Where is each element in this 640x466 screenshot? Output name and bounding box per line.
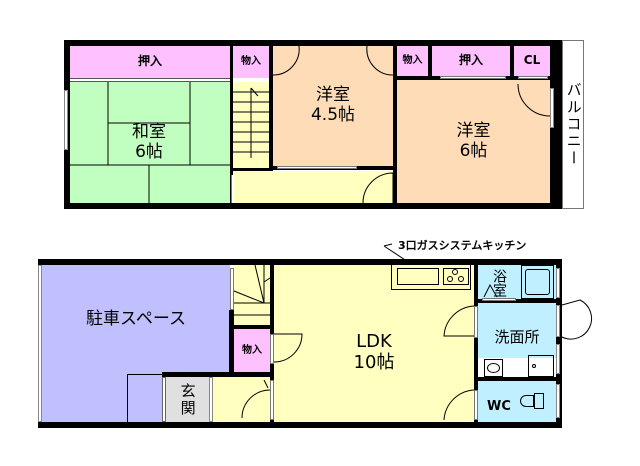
door[interactable] xyxy=(231,175,234,203)
bath-text: 浴室 xyxy=(491,269,508,297)
room-monoire-2: 物入 xyxy=(397,46,428,76)
room-oshiire-right: 押入 xyxy=(432,46,510,76)
sink xyxy=(397,268,439,285)
wc-label: WC xyxy=(487,395,517,414)
room-label: CL xyxy=(523,53,541,68)
sliding-door[interactable] xyxy=(70,78,230,82)
room-ldk: LDK 10帖 xyxy=(274,265,474,422)
genkan-label: 玄関 xyxy=(178,382,197,417)
wall xyxy=(229,310,234,374)
sliding-door[interactable] xyxy=(518,76,548,79)
wall xyxy=(556,40,562,209)
room-name: 洋室 xyxy=(456,120,491,141)
wall xyxy=(230,40,233,80)
room-monoire-1: 物入 xyxy=(233,46,269,78)
room-oshiire-left: 押入 xyxy=(70,46,230,78)
washbasin[interactable] xyxy=(484,359,503,377)
washitsu-label: 和室 6帖 xyxy=(108,118,190,168)
window[interactable] xyxy=(556,384,560,418)
door[interactable] xyxy=(230,268,234,310)
wall xyxy=(428,40,432,80)
washroom-text: 洗面所 xyxy=(494,328,540,347)
parking-text: 駐車スペース xyxy=(86,309,186,330)
wall xyxy=(233,168,273,171)
room-name: 和室 xyxy=(132,122,166,143)
wall xyxy=(478,377,556,381)
balcony-window[interactable] xyxy=(550,88,554,128)
step xyxy=(209,377,213,422)
wall xyxy=(64,203,562,209)
sliding-door[interactable] xyxy=(440,76,506,79)
bath-door[interactable] xyxy=(482,298,516,301)
wall xyxy=(556,259,562,428)
wall xyxy=(510,40,514,80)
room-name: LDK xyxy=(356,330,392,352)
gas-stove xyxy=(443,268,469,285)
hallway-1f xyxy=(213,377,271,422)
room-name: 洋室 xyxy=(316,85,350,106)
door[interactable] xyxy=(270,334,274,364)
room-yoshitsu-4-5: 洋室 4.5帖 xyxy=(273,46,393,166)
kitchen-note: 3口ガスシステムキッチン xyxy=(398,239,527,252)
wall xyxy=(478,299,556,303)
parking-step xyxy=(127,374,162,422)
room-label: 物入 xyxy=(241,56,261,68)
wall xyxy=(38,259,562,265)
parking-label: 駐車スペース xyxy=(42,300,230,340)
wall xyxy=(162,372,274,377)
wall xyxy=(64,40,562,46)
wall xyxy=(474,265,478,426)
bath-label: 浴室 xyxy=(480,266,518,300)
stairs-1f[interactable] xyxy=(234,265,270,327)
room-monoire-1f: 物入 xyxy=(234,329,270,372)
room-label: 押入 xyxy=(137,54,162,69)
bathtub[interactable] xyxy=(521,265,554,299)
wall xyxy=(269,40,273,170)
balcony: バルコニー xyxy=(562,40,584,209)
room-size: 10帖 xyxy=(353,351,395,373)
wc-text: WC xyxy=(487,399,511,414)
room-size: 6帖 xyxy=(459,140,488,161)
toilet[interactable] xyxy=(520,393,550,409)
balcony-label: バルコニー xyxy=(564,82,583,167)
room-label: 押入 xyxy=(458,53,483,68)
wall xyxy=(38,422,562,428)
entrance-door[interactable] xyxy=(162,377,166,422)
washroom-door[interactable] xyxy=(556,305,560,337)
room-size: 4.5帖 xyxy=(310,105,356,125)
parking-opening xyxy=(38,265,42,422)
genkan[interactable]: 玄関 xyxy=(165,377,209,422)
room-closet: CL xyxy=(514,46,550,76)
door[interactable] xyxy=(270,380,274,420)
room-size: 6帖 xyxy=(135,142,163,162)
room-washroom xyxy=(478,303,556,358)
door[interactable] xyxy=(474,390,478,420)
washing-machine-space xyxy=(528,355,554,377)
room-yoshitsu-6: 洋室 6帖 xyxy=(397,80,550,203)
window[interactable] xyxy=(556,344,560,374)
room-label: 物入 xyxy=(242,344,262,356)
stairs[interactable] xyxy=(233,82,269,168)
window[interactable] xyxy=(64,90,68,150)
wall xyxy=(230,80,233,209)
hallway-2f xyxy=(233,171,393,203)
washroom-label: 洗面所 xyxy=(478,328,556,348)
wall xyxy=(393,40,397,209)
room-washitsu xyxy=(70,82,230,203)
wall xyxy=(234,325,274,329)
sliding-door[interactable] xyxy=(277,166,357,169)
kitchen-callout: 3口ガスシステムキッチン xyxy=(398,234,578,252)
room-label: 物入 xyxy=(402,55,423,67)
window[interactable] xyxy=(556,268,560,298)
door[interactable] xyxy=(474,306,478,338)
